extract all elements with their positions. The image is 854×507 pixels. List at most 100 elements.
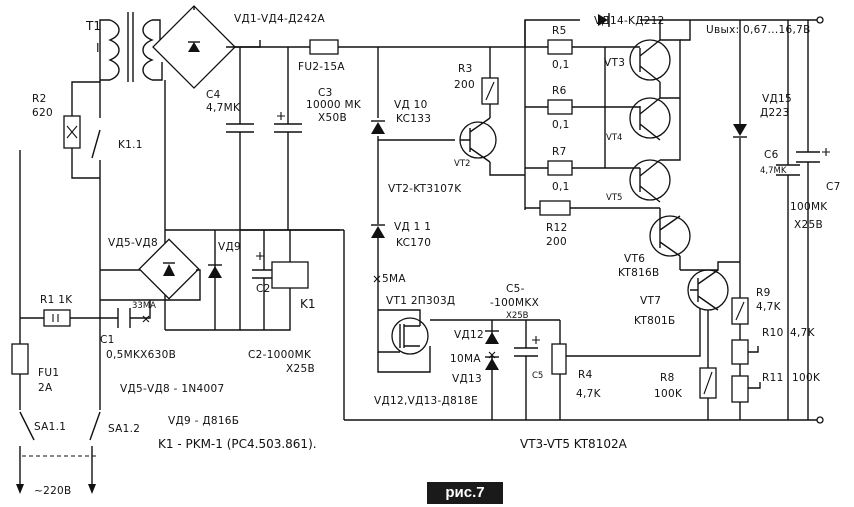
label-vt1: VT1 2П303Д [386, 295, 455, 307]
wire-r4-wiper [566, 300, 701, 357]
label-t1-winding: I [96, 41, 100, 55]
diode-vd15 [733, 124, 747, 136]
label-mains: ~220B [34, 485, 72, 497]
label-r12-val: 200 [546, 236, 567, 248]
relay-contact-k1-1 [91, 88, 101, 180]
wire-mains-in [19, 446, 93, 490]
label-r1: R1 1K [40, 294, 73, 306]
label-vt3: VT3 [604, 57, 625, 69]
wire-vt3-out [680, 20, 691, 41]
vt5-leads [620, 159, 661, 203]
label-c7-val: 100MK [790, 201, 828, 213]
label-c4-val: 4,7MK [206, 102, 241, 114]
label-c5: C5- [506, 283, 525, 295]
label-r9-val: 4,7K [756, 301, 782, 313]
label-c5-val: -100MKX [490, 297, 539, 309]
t1-primary-coil [108, 19, 120, 81]
terminal-out-plus [816, 16, 824, 24]
label-vt6: VT6 [624, 253, 645, 265]
label-5ma: 5MA [382, 273, 406, 285]
vt2-leads [460, 117, 491, 163]
label-vd10: VД 10 [394, 99, 428, 111]
resistor-r1 [43, 309, 71, 327]
label-r11-val: 100K [792, 372, 821, 384]
bridge-diode-symbol [188, 42, 200, 52]
label-vd11: VД 1 1 [394, 221, 431, 233]
label-r3-val: 200 [454, 79, 475, 91]
label-r5-val: 0,1 [552, 59, 570, 71]
label-c6-val: 4,7MK [760, 166, 787, 176]
label-c2-v: X25B [286, 363, 315, 375]
label-sa1-2: SA1.2 [108, 423, 140, 435]
vt7-leads [690, 269, 719, 311]
label-c3: C3 [318, 87, 333, 99]
wire-r2 [71, 88, 100, 179]
c7-plus [822, 148, 830, 156]
figure-caption: рис.7 [427, 482, 503, 504]
vd11-ammeter-mark [373, 275, 381, 283]
t1-primary-leads [99, 19, 110, 82]
vt3-leads [620, 39, 661, 83]
capacitor-c3 [274, 47, 302, 230]
label-vd14: VД14-KД212 [594, 15, 665, 27]
label-vd5-vd8-type: VД5-VД8 - 1N4007 [120, 383, 224, 395]
label-vd5-vd8: VД5-VД8 [108, 237, 158, 249]
t1-secondary-coil [142, 19, 154, 81]
label-vt4: VT4 [606, 133, 622, 143]
wire-aux-supply [164, 80, 241, 331]
label-r11: R11 [762, 372, 784, 384]
label-vd12-13-type: VД12,VД13-Д818E [374, 395, 478, 407]
capacitor-c7 [796, 20, 820, 420]
label-fu1-val: 2A [38, 382, 53, 394]
label-c7-v: X25B [794, 219, 823, 231]
c3-plus [277, 112, 285, 120]
label-c6: C6 [764, 149, 779, 161]
fuse-fu2 [309, 39, 339, 55]
label-k1-type: K1 - PKM-1 (PC4.503.861). [158, 437, 317, 451]
wire-vt2-out [489, 162, 525, 176]
label-fu2: FU2-15A [298, 61, 345, 73]
vt4-leads [620, 97, 661, 141]
relay-coil-k1 [271, 261, 309, 289]
wire-t1-bridge [152, 19, 163, 81]
t1-core [127, 12, 134, 82]
label-r7-val: 0,1 [552, 181, 570, 193]
label-vd15: VД15 [762, 93, 792, 105]
label-k1-1: K1.1 [118, 139, 143, 151]
label-c5-short: C5 [532, 371, 543, 381]
label-uout: Uвых: 0,67...16,7B [706, 24, 811, 36]
label-r7: R7 [552, 146, 567, 158]
label-r10-val: 4,7K [790, 327, 816, 339]
label-r4-val: 4,7K [576, 388, 602, 400]
potentiometer-r4 [551, 343, 567, 375]
label-vt7-type: KT801Б [634, 315, 676, 327]
capacitor-c1 [117, 308, 131, 328]
r9-mark [735, 301, 745, 321]
label-vd10-type: KC133 [396, 113, 431, 125]
wire-vt-collectors [659, 39, 681, 161]
r2-mark [66, 125, 78, 139]
transistor-vt6 [649, 215, 691, 257]
r8-mark [703, 371, 713, 395]
r3-mark [485, 81, 495, 101]
label-r2-val: 620 [32, 107, 53, 119]
label-10ma: 10MA [450, 353, 481, 365]
label-fu1: FU1 [38, 367, 59, 379]
label-vt5: VT5 [606, 193, 622, 203]
label-c1-val: 0,5MKX630B [106, 349, 176, 361]
resistor-r6 [547, 99, 573, 115]
switch-sa1-2 [89, 411, 101, 441]
label-vd9: VД9 [218, 241, 241, 253]
label-vt3-vt5-type: VT3-VT5 KT8102A [520, 437, 628, 451]
wire-vt1-source [377, 346, 431, 373]
terminal-out-minus [816, 416, 824, 424]
label-vd11-type: KC170 [396, 237, 431, 249]
label-r2: R2 [32, 93, 47, 105]
label-r6-val: 0,1 [552, 119, 570, 131]
label-c4: C4 [206, 89, 221, 101]
c2-plus [256, 252, 264, 260]
label-r12: R12 [546, 222, 568, 234]
wire-r1-c1 [20, 300, 151, 319]
